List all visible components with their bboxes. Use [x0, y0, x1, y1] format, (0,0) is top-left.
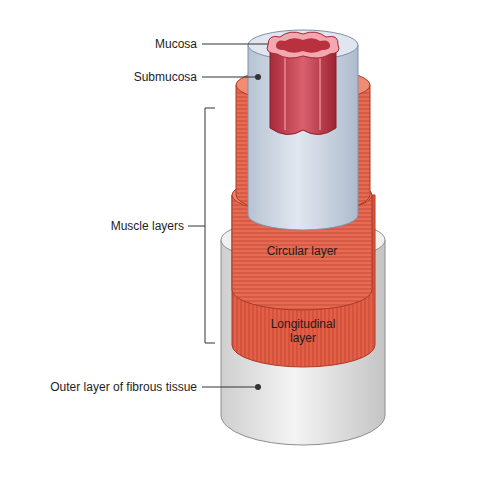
group-label: Muscle layers [111, 219, 184, 233]
part-label: Outer layer of fibrous tissue [50, 380, 197, 394]
layer-label: Circular layer [242, 244, 362, 258]
part-label: Submucosa [134, 70, 197, 84]
part-label: Mucosa [155, 37, 197, 51]
layer-label: Longitudinal layer [261, 317, 345, 345]
